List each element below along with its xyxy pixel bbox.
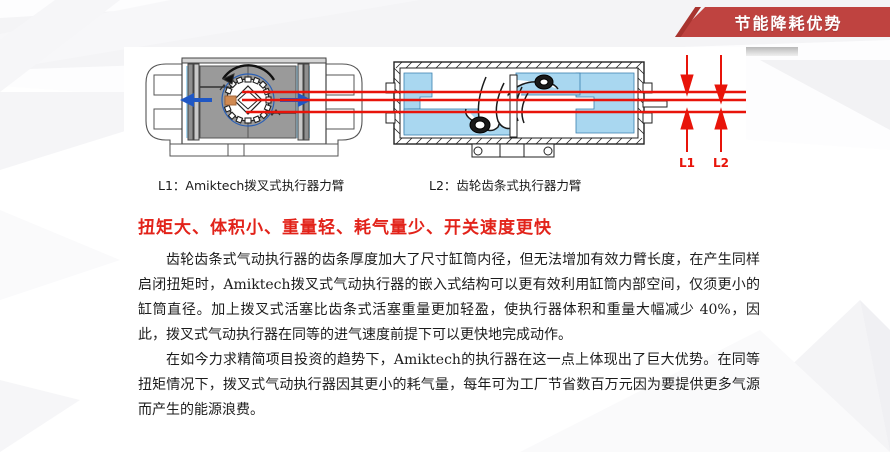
feature-headline: 扭矩大、体积小、重量轻、耗气量少、开关速度更快 [138, 218, 552, 238]
actuator-comparison-diagram: L1 L2 [124, 47, 746, 169]
body-paragraph-1: 齿轮齿条式气动执行器的齿条厚度加大了尺寸缸筒内径，但无法增加有效力臂长度，在产生… [138, 252, 760, 343]
section-banner: 节能降耗优势 [675, 7, 890, 37]
dimension-annotation-overlay [242, 55, 746, 152]
figure-captions: L1：Amiktech拨叉式执行器力臂 L2：齿轮齿条式执行器力臂 [124, 175, 746, 195]
banner-title: 节能降耗优势 [734, 14, 843, 33]
figure-panel-tab [746, 47, 798, 56]
caption-l1: L1：Amiktech拨叉式执行器力臂 [158, 178, 345, 193]
body-paragraph-2: 在如今力求精简项目投资的趋势下，Amiktech的执行器在这一点上体现出了巨大优… [138, 352, 760, 418]
right-actuator-drawing [385, 61, 668, 158]
banner-shape [675, 7, 890, 37]
left-actuator-drawing [145, 57, 363, 157]
body-copy: 齿轮齿条式气动执行器的齿条厚度加大了尺寸缸筒内径，但无法增加有效力臂长度，在产生… [138, 248, 760, 423]
dimension-label-l1: L1 [679, 156, 695, 169]
caption-l2: L2：齿轮齿条式执行器力臂 [429, 178, 582, 193]
dimension-label-l2: L2 [713, 156, 729, 169]
figure-panel: L1 L2 [124, 47, 746, 169]
